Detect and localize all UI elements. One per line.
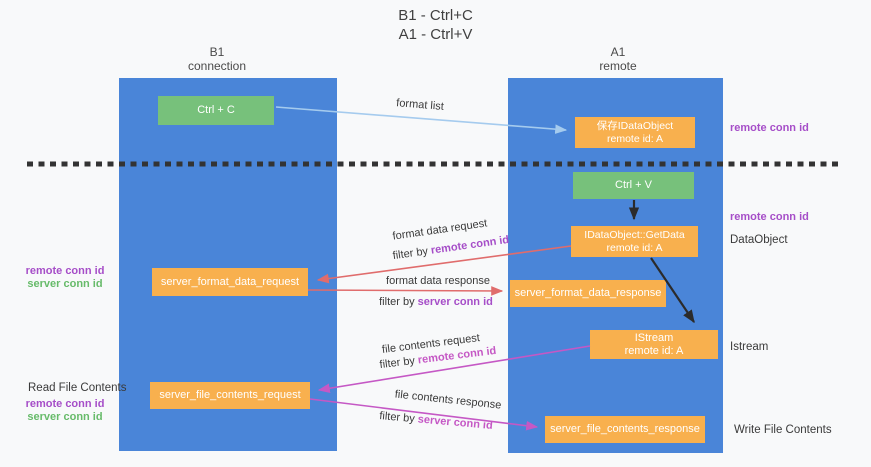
node-ctrl-v-label: Ctrl + V: [615, 179, 652, 191]
diagram-title: B1 - Ctrl+C A1 - Ctrl+V: [0, 6, 871, 44]
node-store-idataobject: 保存IDataObject remote id: A: [575, 117, 695, 148]
node-format-request-label: server_format_data_request: [160, 275, 300, 288]
filter-by-text: filter by: [379, 296, 415, 308]
filter-by-text: filter by: [391, 245, 429, 263]
filter-server-conn-id: server conn id: [417, 413, 494, 432]
filter-by-text: filter by: [378, 354, 416, 372]
label-dataobject: DataObject: [730, 234, 788, 246]
node-file-request-label: server_file_contents_request: [159, 389, 301, 401]
node-ctrl-c: Ctrl + C: [158, 96, 274, 125]
label-left-mid-server-conn-id: server conn id: [27, 278, 103, 290]
node-istream-line1: IStream: [634, 331, 674, 344]
label-conn-ids-left-mid: remote conn id server conn id: [22, 265, 108, 291]
node-ctrl-v: Ctrl + V: [573, 172, 694, 199]
node-istream-line2: remote id: A: [624, 344, 684, 357]
title-line-1: B1 - Ctrl+C: [398, 7, 473, 24]
label-left-bottom-remote-conn-id: remote conn id: [25, 398, 105, 410]
label-format-list: format list: [395, 97, 445, 113]
node-getdata-line2: remote id: A: [606, 241, 663, 254]
filter-by-text: filter by: [378, 410, 416, 426]
filter-server-conn-id: server conn id: [417, 296, 493, 308]
label-left-bottom-server-conn-id: server conn id: [27, 411, 103, 423]
node-istream: IStream remote id: A: [590, 330, 718, 359]
lane-b1-subtitle: connection: [187, 59, 247, 73]
node-server-file-contents-response: server_file_contents_response: [545, 416, 705, 443]
node-getdata-line1: IDataObject::GetData: [584, 228, 685, 241]
node-server-format-data-response: server_format_data_response: [510, 280, 666, 307]
label-remote-conn-id-mid-right: remote conn id: [730, 211, 809, 223]
node-file-response-label: server_file_contents_response: [550, 423, 700, 435]
lane-header-a1: A1 remote: [548, 45, 688, 73]
node-ctrl-c-label: Ctrl + C: [197, 104, 235, 116]
lane-b1-title: B1: [209, 45, 225, 59]
node-format-response-label: server_format_data_response: [514, 287, 662, 299]
lane-a1-subtitle: remote: [599, 59, 637, 73]
node-idataobject-getdata: IDataObject::GetData remote id: A: [571, 226, 698, 257]
node-server-format-data-request: server_format_data_request: [152, 268, 308, 296]
label-conn-ids-left-bottom: remote conn id server conn id: [22, 398, 108, 424]
label-format-data-response: format data response: [386, 275, 490, 287]
label-write-file-contents: Write File Contents: [734, 424, 832, 436]
filter-remote-conn-id: remote conn id: [430, 233, 510, 257]
lane-header-b1: B1 connection: [147, 45, 287, 73]
label-istream: Istream: [730, 341, 769, 353]
node-store-line2: remote id: A: [606, 132, 664, 145]
label-read-file-contents: Read File Contents: [28, 382, 127, 394]
label-remote-conn-id-top-right: remote conn id: [730, 122, 809, 134]
arrow-format-request-to-response: [307, 286, 504, 296]
label-filter-by-server-2: filter by server conn id: [356, 408, 517, 435]
label-filter-by-server-1: filter by server conn id: [356, 296, 516, 309]
lane-a1-title: A1: [610, 45, 626, 59]
node-store-line1: 保存IDataObject: [596, 119, 674, 132]
label-left-mid-remote-conn-id: remote conn id: [25, 265, 105, 277]
node-server-file-contents-request: server_file_contents_request: [150, 382, 310, 409]
title-line-2: A1 - Ctrl+V: [398, 26, 473, 43]
